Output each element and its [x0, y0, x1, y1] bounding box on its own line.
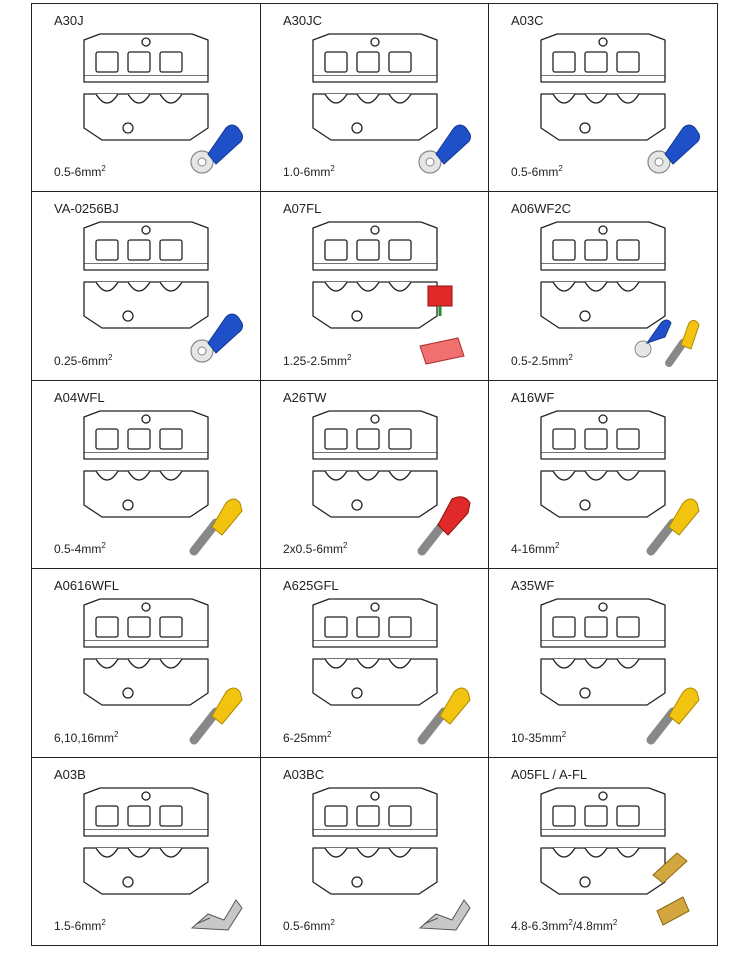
crimp-die-icon	[83, 33, 209, 141]
die-cell: A30J 0.5-6mm2	[32, 4, 261, 193]
die-cell: A03BC 0.5-6mm2	[261, 757, 489, 946]
wire-range-label: 2x0.5-6mm2	[283, 541, 348, 557]
wire-range-label: 1.0-6mm2	[283, 164, 335, 180]
die-cell: VA-0256BJ 0.25-6mm2	[32, 192, 261, 381]
wire-range-label: 0.5-6mm2	[511, 164, 563, 180]
die-model-label: A05FL / A-FL	[511, 766, 588, 782]
die-model-label: A03BC	[283, 766, 325, 782]
crimp-die-icon	[312, 786, 438, 895]
blue-ring-terminal-icon	[190, 313, 243, 363]
blue-ring-terminal-icon	[418, 124, 471, 174]
die-cell: A30JC 1.0-6mm2	[261, 4, 489, 193]
crimp-die-icon	[540, 786, 666, 895]
open-barrel-terminal-icon	[418, 899, 471, 931]
die-model-label: A07FL	[283, 201, 322, 217]
crimp-die-icon	[83, 410, 209, 518]
wire-range-label: 4.8-6.3mm2/4.8mm2	[511, 917, 618, 933]
crimp-die-icon	[540, 221, 666, 330]
die-model-label: A30J	[54, 13, 84, 28]
die-model-label: A06WF2C	[511, 201, 571, 217]
crimp-die-icon	[312, 221, 438, 330]
blue-ring-terminal-icon	[647, 124, 700, 174]
die-cell: A06WF2C 0.5-2.5mm2	[489, 192, 718, 381]
die-cell: A05FL / A-FL 4.8-6.3mm2/4.8mm2	[489, 757, 718, 946]
crimp-die-icon	[83, 221, 209, 330]
die-model-label: A04WFL	[54, 389, 105, 405]
die-cell: A04WFL 0.5-4mm2	[32, 380, 261, 570]
crimp-die-icon	[312, 410, 438, 518]
red-twin-ferrule-icon	[417, 496, 471, 556]
wire-range-label: 6-25mm2	[283, 729, 332, 745]
wire-range-label: 0.5-6mm2	[54, 164, 106, 180]
die-cell: A26TW 2x0.5-6mm2	[261, 380, 489, 570]
crimp-die-icon	[540, 410, 666, 518]
wire-range-label: 10-35mm2	[511, 729, 567, 745]
wire-range-label: 0.5-6mm2	[283, 917, 335, 933]
die-model-label: A35WF	[511, 578, 555, 594]
yellow-ferrule-icon	[646, 498, 700, 556]
wire-range-label: 6,10,16mm2	[54, 729, 119, 745]
yellow-ferrule-icon	[189, 498, 243, 556]
die-cell: A07FL 1.25-2.5mm2	[261, 192, 489, 381]
die-model-label: A0616WFL	[54, 578, 120, 594]
wire-range-label: 0.5-4mm2	[54, 541, 106, 557]
die-cell: A03C 0.5-6mm2	[489, 4, 718, 193]
crimp-die-icon	[312, 33, 438, 141]
wire-range-label: 0.5-2.5mm2	[511, 352, 573, 368]
open-barrel-terminal-icon	[190, 899, 243, 931]
die-model-label: VA-0256BJ	[54, 201, 119, 217]
gold-flag-terminal-icon	[652, 852, 690, 926]
die-model-label: A16WF	[511, 389, 555, 405]
red-flag-terminal-icon	[419, 285, 465, 365]
die-model-label: A03B	[54, 766, 86, 782]
die-cell: A03B 1.5-6mm2	[32, 757, 261, 946]
wire-range-label: 1.25-2.5mm2	[283, 352, 352, 368]
yellow-ferrule-icon	[417, 687, 471, 745]
die-model-label: A30JC	[283, 13, 323, 28]
crimp-die-icon	[83, 786, 209, 895]
wire-range-label: 1.5-6mm2	[54, 917, 106, 933]
crimp-die-icon	[312, 598, 438, 706]
crimp-die-icon	[83, 598, 209, 706]
crimp-die-icon	[540, 33, 666, 141]
die-cell: A35WF 10-35mm2	[489, 569, 718, 758]
yellow-ferrule-icon	[646, 687, 700, 745]
die-model-label: A03C	[511, 13, 544, 28]
yellow-ferrule-icon	[189, 687, 243, 745]
wire-range-label: 4-16mm2	[511, 541, 560, 557]
die-cell: A0616WFL 6,10,16mm2	[32, 569, 261, 758]
die-cell: A625GFL 6-25mm2	[261, 569, 489, 758]
die-model-label: A625GFL	[283, 578, 339, 594]
blue-ring-terminal-icon	[190, 124, 243, 174]
die-cell: A16WF 4-16mm2	[489, 380, 718, 570]
wire-range-label: 0.25-6mm2	[54, 352, 113, 368]
die-model-label: A26TW	[283, 389, 327, 405]
ring-and-ferrule-icon	[634, 319, 700, 367]
crimp-die-icon	[540, 598, 666, 706]
